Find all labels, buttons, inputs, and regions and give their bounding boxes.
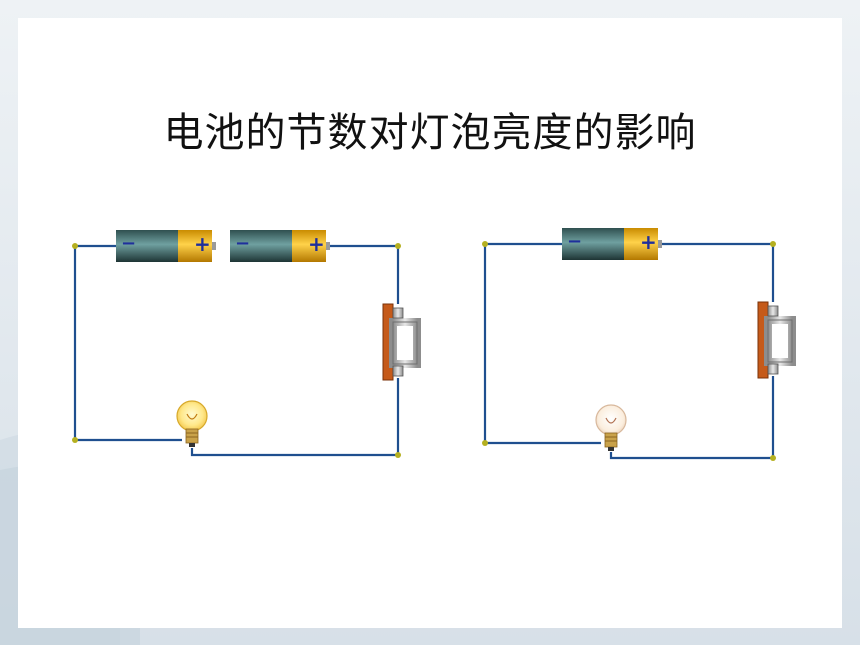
terminal-dot (72, 437, 78, 443)
left-wire-bottom (190, 448, 398, 457)
terminal-dot (72, 243, 78, 249)
left-terminals (72, 243, 401, 458)
knife-switch-icon (382, 303, 421, 381)
battery-icon: − + (116, 230, 216, 262)
battery-negative-sign: − (567, 231, 582, 252)
battery-icon: − + (230, 230, 330, 262)
light-bulb-dim-icon (595, 404, 627, 451)
left-wire-top-left (73, 244, 182, 442)
right-terminals (482, 241, 776, 461)
right-wire-top-left (483, 242, 601, 445)
right-wires (483, 242, 775, 460)
slide-canvas (18, 18, 842, 628)
terminal-dot (395, 452, 401, 458)
battery-positive-sign: + (194, 232, 211, 256)
terminal-dot (395, 243, 401, 249)
battery-negative-sign: − (235, 233, 250, 254)
right-circuit: − + (482, 228, 796, 461)
left-circuit: − + − + (72, 230, 421, 458)
knife-switch-icon (757, 301, 796, 379)
battery-negative-sign: − (121, 233, 136, 254)
battery-icon: − + (562, 228, 662, 260)
terminal-dot (482, 440, 488, 446)
terminal-dot (770, 241, 776, 247)
terminal-dot (482, 241, 488, 247)
right-wire-bottom (609, 452, 773, 460)
battery-positive-sign: + (308, 232, 325, 256)
slide-title: 电池的节数对灯泡亮度的影响 (163, 110, 697, 156)
left-wires (73, 244, 400, 457)
battery-positive-sign: + (640, 230, 657, 254)
light-bulb-bright-icon (176, 400, 208, 447)
terminal-dot (770, 455, 776, 461)
